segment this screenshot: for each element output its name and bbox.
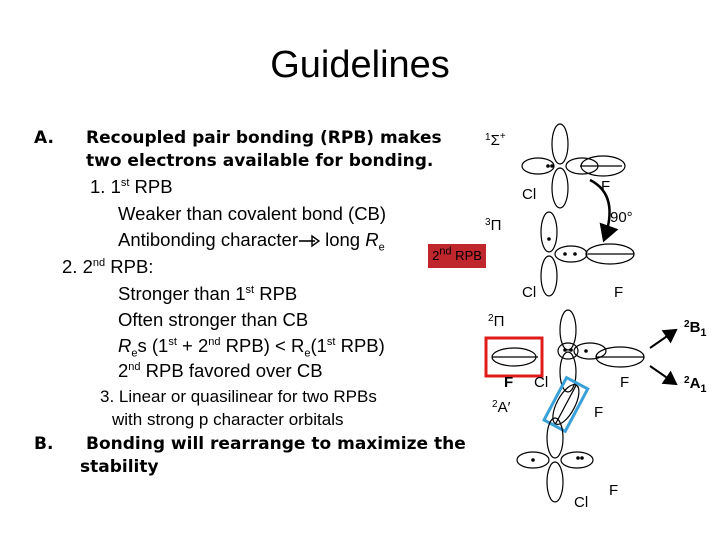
item-2c: Res (1st + 2nd RPB) < Re(1st RPB)	[118, 335, 385, 360]
f-label-4: F	[620, 374, 629, 391]
arrow-to-a1	[649, 365, 678, 386]
item-2a: Stronger than 1st RPB	[118, 283, 298, 304]
state-2a1-label: 2A1	[684, 375, 707, 395]
state-2b1-label: 2B1	[684, 319, 707, 339]
item-b-line2: stability	[80, 457, 159, 477]
item-3-line1: 3. Linear or quasilinear for two RPBs	[100, 387, 377, 406]
item-2: 2. 2nd RPB:	[62, 256, 154, 277]
state-2pi-label: 2Π	[488, 313, 504, 330]
page-title: Guidelines	[270, 44, 450, 86]
second-rpb-label: 2nd RPB	[428, 244, 486, 268]
f-label-1: F	[601, 178, 610, 195]
item-a-line2: two electrons available for bonding.	[86, 151, 434, 171]
pi3-structure	[540, 211, 635, 297]
item-b-line1: Bonding will rearrange to maximize the	[86, 434, 466, 454]
marker-a: A.	[34, 128, 54, 148]
item-2d: 2nd RPB favored over CB	[118, 360, 323, 381]
state-2aprime-label: 2A′	[492, 399, 511, 416]
arrow-to-b1	[649, 328, 678, 349]
aprime-structure	[516, 375, 594, 503]
item-1a: Weaker than covalent bond (CB)	[118, 203, 387, 224]
item-2b: Often stronger than CB	[118, 309, 309, 330]
rotation-arrow	[589, 178, 619, 243]
sigma-structure	[521, 123, 626, 209]
pi2-structure	[484, 309, 645, 393]
blue-highlight-box	[541, 375, 590, 434]
item-1: 1. 1st RPB	[90, 176, 173, 197]
f-label-3: F	[504, 374, 513, 391]
red-highlight-box	[484, 336, 544, 378]
state-1sigma-label: 1Σ+	[485, 131, 506, 149]
item-3-line2: with strong p character orbitals	[112, 410, 344, 429]
f-label-5: F	[594, 404, 603, 421]
marker-b: B.	[34, 434, 54, 454]
angle-label: 90°	[610, 209, 633, 226]
cl-label-3: Cl	[534, 374, 548, 391]
f-label-6: F	[609, 482, 618, 499]
state-3pi-label: 3Π	[485, 217, 501, 234]
item-a-line1: Recoupled pair bonding (RPB) makes	[86, 128, 442, 148]
arrow-right-icon	[298, 234, 321, 248]
cl-label-4: Cl	[574, 494, 588, 511]
cl-label-2: Cl	[522, 284, 536, 301]
f-label-2: F	[614, 284, 623, 301]
item-1b: Antibonding character long Re	[118, 229, 385, 254]
cl-label-1: Cl	[522, 186, 536, 203]
